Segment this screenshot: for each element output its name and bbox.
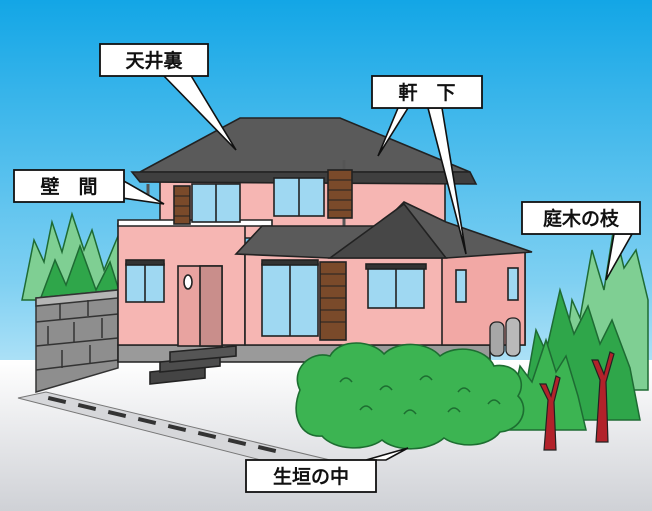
callout-attic-box <box>99 43 209 77</box>
house <box>117 117 533 385</box>
callout-hedge-box <box>245 459 377 493</box>
callout-wall-gap: 壁 間 <box>13 169 165 205</box>
callout-hedge: 生垣の中 <box>245 447 409 493</box>
label-attic: 天井裏 <box>125 49 183 72</box>
callout-eaves-box <box>371 75 483 109</box>
tree-trunks <box>539 351 615 451</box>
label-wall-gap: 壁 間 <box>40 175 97 198</box>
callout-wall-gap-box <box>13 169 125 203</box>
label-eaves: 軒 下 <box>398 82 455 104</box>
stone-wall <box>35 289 119 394</box>
callout-tree-branch-box <box>521 201 641 235</box>
callout-attic: 天井裏 <box>99 43 237 151</box>
hedge <box>295 342 525 450</box>
callout-tree-branch: 庭木の枝 <box>521 201 641 281</box>
label-tree-branch: 庭木の枝 <box>543 207 620 230</box>
callout-eaves: 軒 下 <box>371 75 483 255</box>
gas-cylinders <box>489 317 521 357</box>
label-hedge: 生垣の中 <box>273 465 349 488</box>
